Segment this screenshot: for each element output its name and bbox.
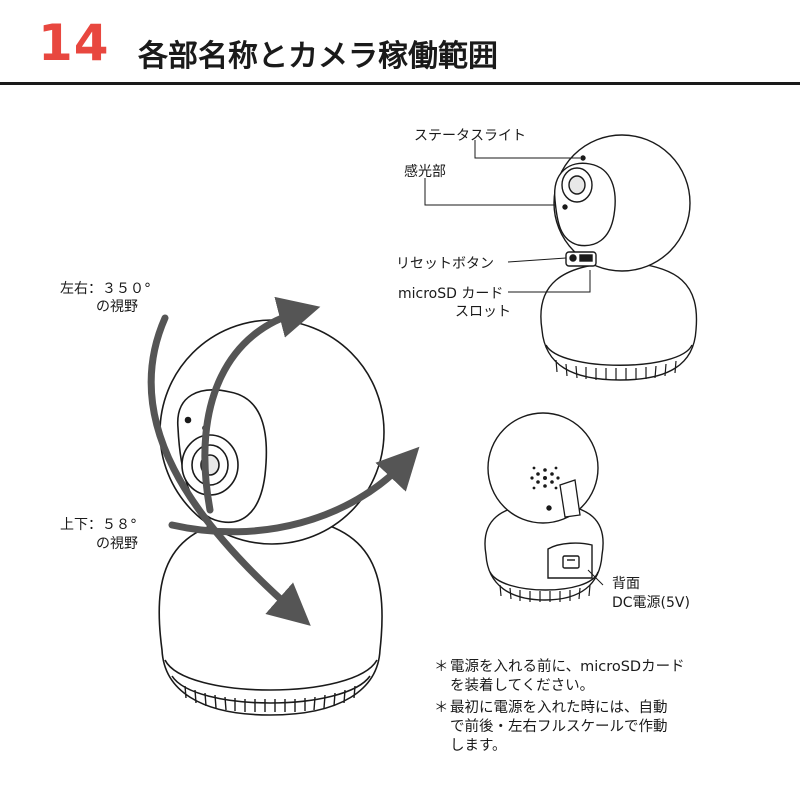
section-title: 各部名称とカメラ稼働範囲 (138, 39, 498, 74)
pan-range-label: 左右：３５０° (60, 281, 151, 297)
leader-lines (424, 140, 604, 586)
note-first-power: ＊ 最初に電源を入れた時には、自動 で前後・左右フルスケールで作動 します。 (434, 699, 784, 756)
microsd-slot-label: microSD カード (398, 286, 504, 302)
dc-power-label: DC電源(5V) (612, 595, 690, 611)
note-mark: ＊ (434, 659, 449, 675)
reset-button-label: リセットボタン (396, 256, 494, 272)
note-line: 電源を入れる前に、microSDカード (450, 659, 685, 675)
tilt-arrow (201, 296, 321, 514)
note-line: で前後・左右フルスケールで作動 (450, 719, 668, 735)
note-mark: ＊ (434, 700, 449, 716)
back-camera-drawing (484, 412, 604, 602)
status-light-label: ステータスライト (414, 128, 526, 144)
back-label: 背面 (612, 576, 640, 592)
section-number: 14 (38, 14, 110, 72)
header-divider (0, 82, 800, 85)
tilt-range-label: 上下：５８° (60, 517, 137, 533)
main-camera-base (158, 514, 383, 716)
pan-range-sublabel: の視野 (96, 299, 138, 315)
horizontal-arrow (168, 446, 420, 536)
main-camera-drawing (158, 319, 385, 716)
front-camera-drawing (540, 134, 698, 381)
tilt-range-sublabel: の視野 (96, 536, 138, 552)
note-line: を装着してください。 (450, 678, 595, 694)
note-line: 最初に電源を入れた時には、自動 (450, 700, 668, 716)
light-sensor-label: 感光部 (404, 164, 446, 180)
speaker-grille (530, 466, 560, 490)
note-line: します。 (450, 738, 507, 754)
pan-arrow (147, 314, 311, 626)
rotation-arrows (147, 296, 420, 626)
note-microsd: ＊ 電源を入れる前に、microSDカード を装着してください。 (434, 658, 784, 696)
microsd-slot-sublabel: スロット (455, 304, 511, 320)
